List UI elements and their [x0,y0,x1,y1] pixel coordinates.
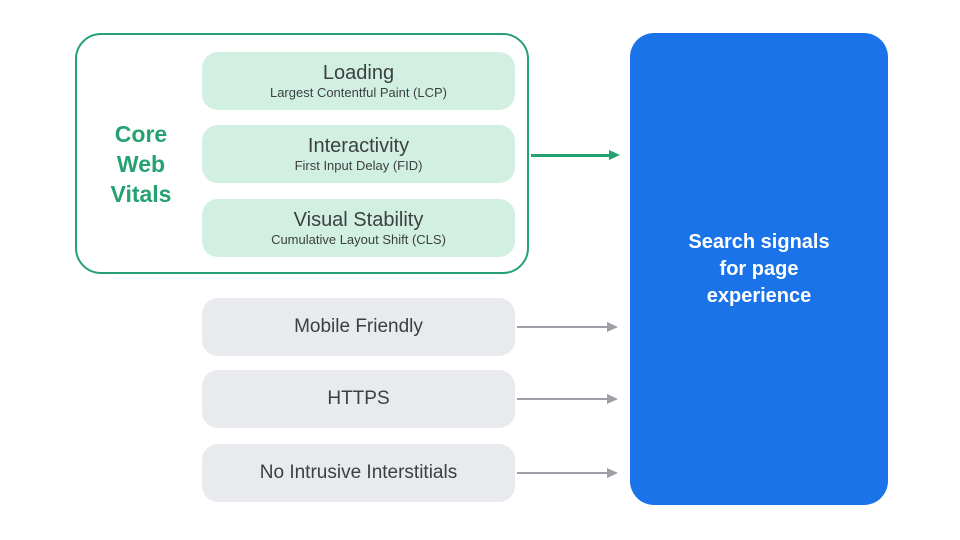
https-pill: HTTPS [202,370,515,428]
interactivity-pill: Interactivity First Input Delay (FID) [202,125,515,183]
mobile-friendly-pill: Mobile Friendly [202,298,515,356]
search-signals-label: Search signals for page experience [688,230,830,307]
loading-pill: Loading Largest Contentful Paint (LCP) [202,52,515,110]
visual-stability-pill: Visual Stability Cumulative Layout Shift… [202,199,515,257]
https-arrow-icon [517,398,607,400]
interactivity-title: Interactivity [307,134,410,157]
core-web-vitals-group: Core Web Vitals Loading Largest Contentf… [75,33,529,274]
interactivity-subtitle: First Input Delay (FID) [294,157,423,173]
core-web-vitals-arrow-icon [531,154,609,157]
loading-subtitle: Largest Contentful Paint (LCP) [269,84,448,100]
search-signals-box: Search signals for page experience [630,33,888,505]
core-web-vitals-label: Core Web Vitals [110,121,172,207]
no-intrusive-interstitials-arrow-icon [517,472,607,474]
mobile-friendly-label: Mobile Friendly [294,316,423,337]
no-intrusive-interstitials-pill: No Intrusive Interstitials [202,444,515,502]
visual-stability-title: Visual Stability [293,208,424,231]
visual-stability-subtitle: Cumulative Layout Shift (CLS) [271,231,446,247]
mobile-friendly-arrow-icon [517,326,607,328]
no-intrusive-interstitials-label: No Intrusive Interstitials [259,462,458,483]
https-label: HTTPS [327,388,390,409]
loading-title: Loading [322,61,395,84]
